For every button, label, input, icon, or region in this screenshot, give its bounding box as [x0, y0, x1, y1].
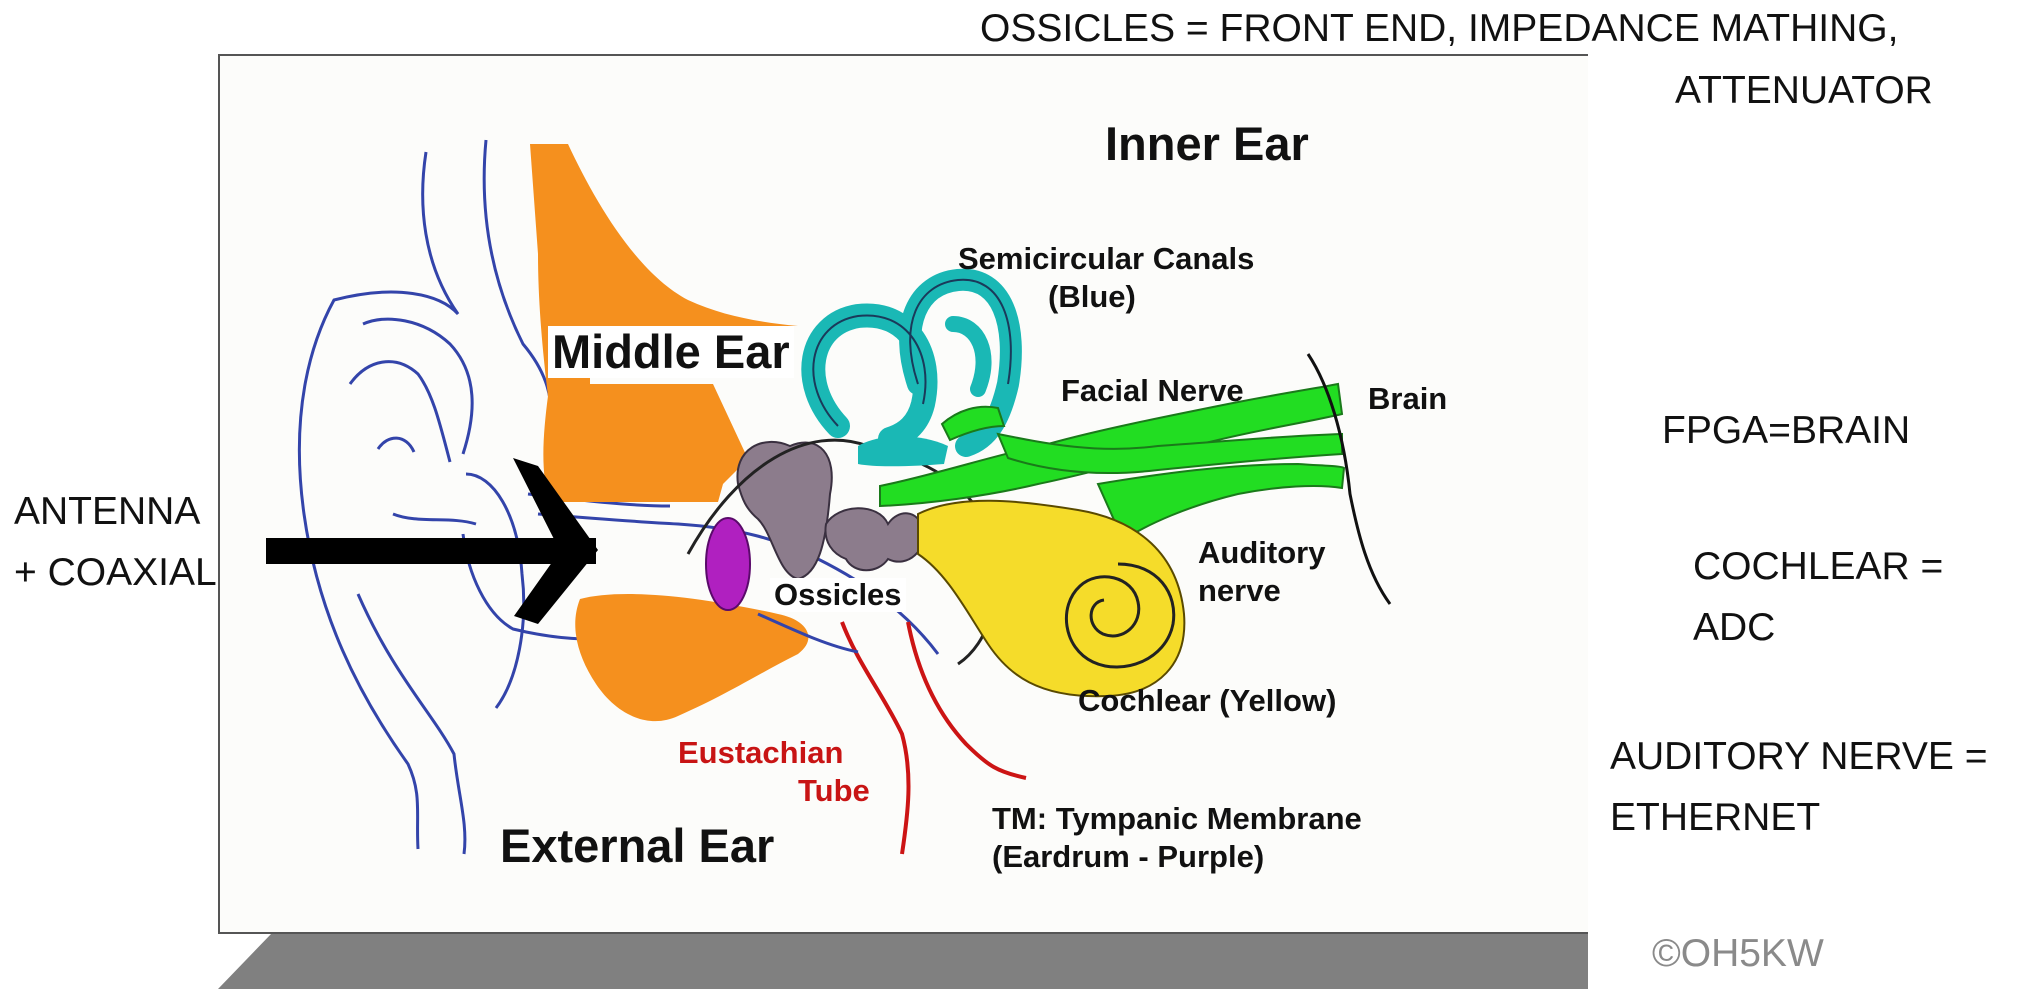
semicircular-canals-label-line2: (Blue): [1048, 280, 1136, 314]
cochlear-label: Cochlear (Yellow): [1078, 684, 1336, 718]
cochlear-note-line2: ADC: [1693, 597, 1943, 658]
antenna-note: ANTENNA + COAXIAL: [14, 481, 217, 603]
ossicles-label: Ossicles: [770, 578, 906, 612]
eustachian-tube-label-line2: Tube: [798, 774, 870, 808]
tympanic-membrane-label-line1: TM: Tympanic Membrane: [992, 802, 1362, 836]
auditory-nerve-label-line1: Auditory: [1198, 536, 1325, 570]
antenna-note-line2: + COAXIAL: [14, 542, 217, 603]
cochlear-note-line1: COCHLEAR =: [1693, 536, 1943, 597]
fpga-note: FPGA=BRAIN: [1662, 400, 1910, 461]
ear-diagram: Inner Ear Middle Ear External Ear Semici…: [218, 54, 1588, 989]
inner-ear-label: Inner Ear: [1105, 118, 1309, 170]
external-ear-label: External Ear: [500, 820, 774, 872]
semicircular-canals-label-line1: Semicircular Canals: [958, 242, 1254, 276]
cochlear-note: COCHLEAR = ADC: [1693, 536, 1943, 658]
auditory-nerve-note-line1: AUDITORY NERVE =: [1610, 726, 1988, 787]
antenna-note-line1: ANTENNA: [14, 481, 217, 542]
middle-ear-label: Middle Ear: [548, 326, 794, 378]
copyright-text: ©OH5KW: [1652, 924, 1824, 984]
ear-diagram-art: [218, 54, 1588, 989]
tympanic-membrane: [706, 518, 750, 610]
ossicles-note-line1: OSSICLES = FRONT END, IMPEDANCE MATHING,: [980, 0, 1898, 59]
brain-label: Brain: [1368, 382, 1447, 416]
auditory-nerve-note-line2: ETHERNET: [1610, 787, 1988, 848]
ossicles-note-line2: ATTENUATOR: [1675, 60, 1933, 121]
auditory-nerve-note: AUDITORY NERVE = ETHERNET: [1610, 726, 1988, 848]
tympanic-membrane-label-line2: (Eardrum - Purple): [992, 840, 1264, 874]
facial-nerve-label: Facial Nerve: [1061, 374, 1244, 408]
auditory-nerve-label-line2: nerve: [1198, 574, 1281, 608]
eustachian-tube-label-line1: Eustachian: [678, 736, 843, 770]
